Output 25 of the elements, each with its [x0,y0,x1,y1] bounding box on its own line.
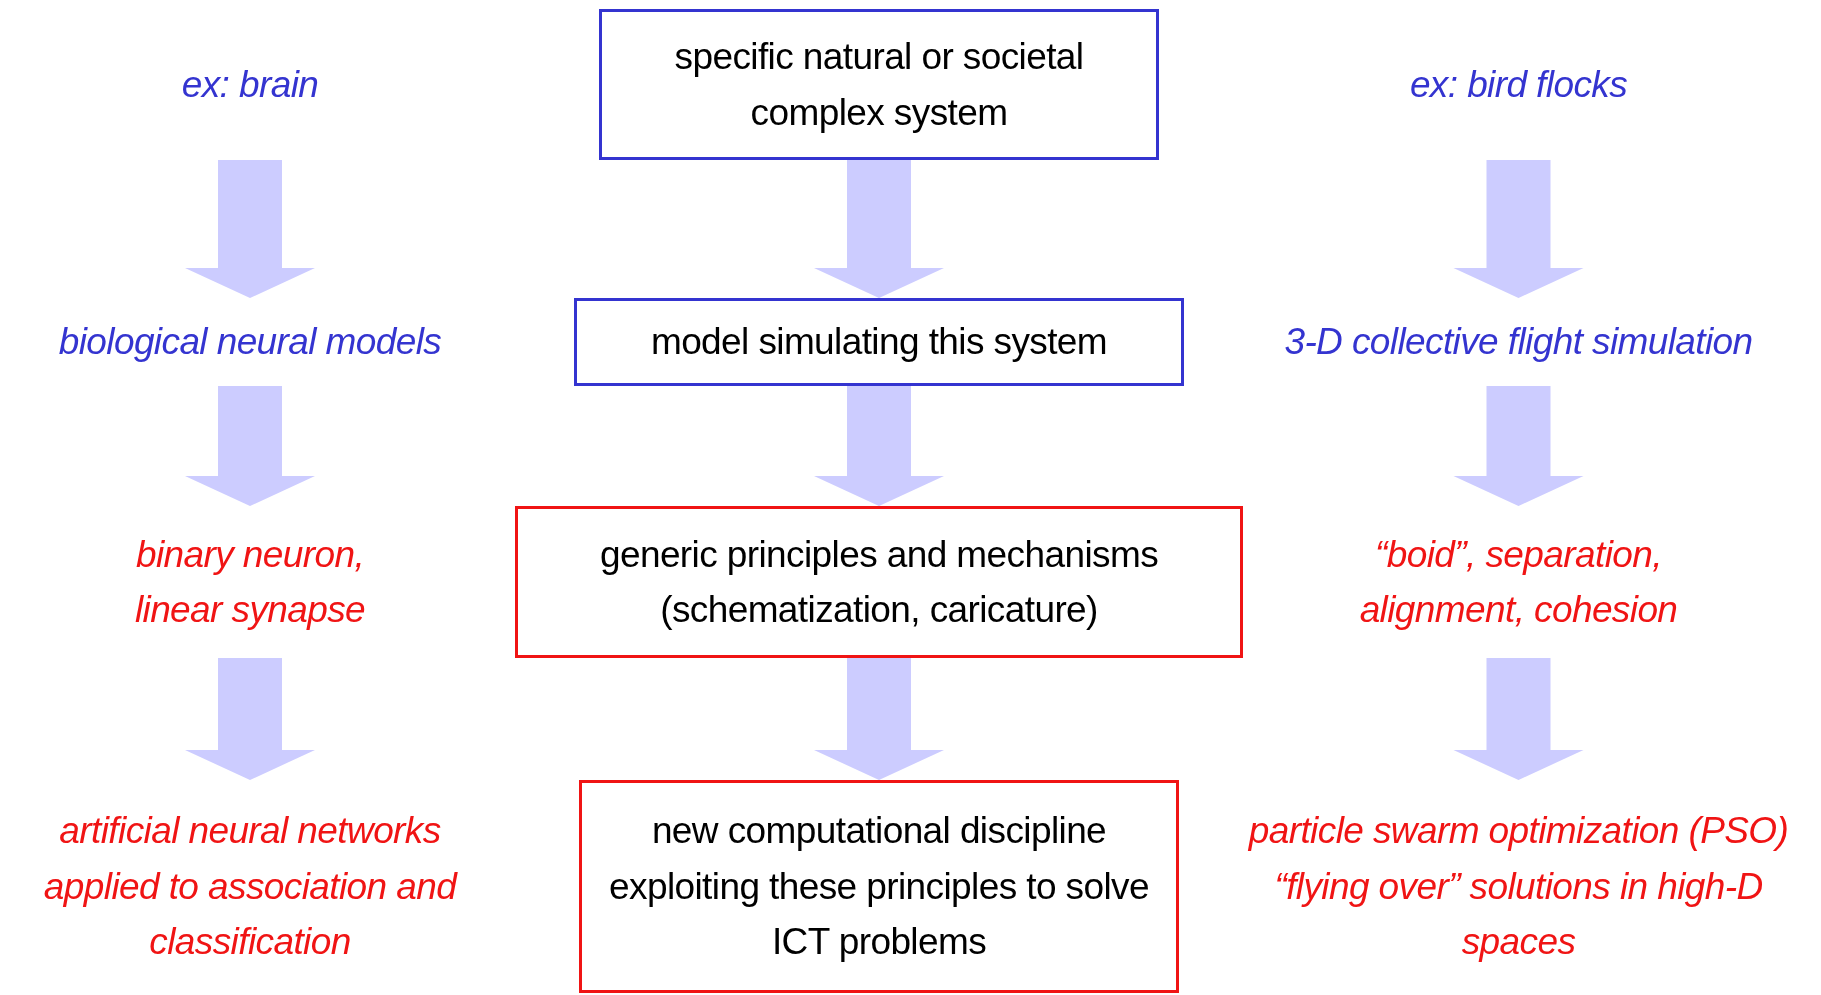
block-arrow [185,160,315,298]
box-text: new computational discipline exploiting these principles to solve ICT problems [608,809,1150,965]
box-text: specific natural or societal complex system [673,35,1085,135]
italic-label: ex: brain [181,62,319,107]
box-text: generic principles and mechanisms (schematization, caricature) [598,532,1160,632]
block-arrow [814,658,944,780]
italic-label: biological neural models [58,320,442,365]
italic-label: binary neuron, linear synapse [133,532,367,632]
italic-label: ex: bird flocks [1409,62,1628,107]
process-box [579,780,1179,993]
block-arrow [814,160,944,298]
italic-label: “boid”, separation, alignment, cohesion [1358,532,1679,632]
block-arrow [185,658,315,780]
block-arrow [1453,386,1584,506]
process-box [599,9,1159,160]
italic-label: particle swarm optimization (PSO) “flying over” solutions in high-D spaces [1247,809,1790,965]
process-box [515,506,1243,658]
italic-label: 3-D collective flight simulation [1284,320,1753,365]
block-arrow [1453,658,1584,780]
block-arrow [185,386,315,506]
block-arrow [1453,160,1584,298]
block-arrow [814,386,944,506]
italic-label: artificial neural networks applied to association and classification [42,809,459,965]
process-box [574,298,1184,386]
box-text: model simulating this system [650,320,1108,365]
